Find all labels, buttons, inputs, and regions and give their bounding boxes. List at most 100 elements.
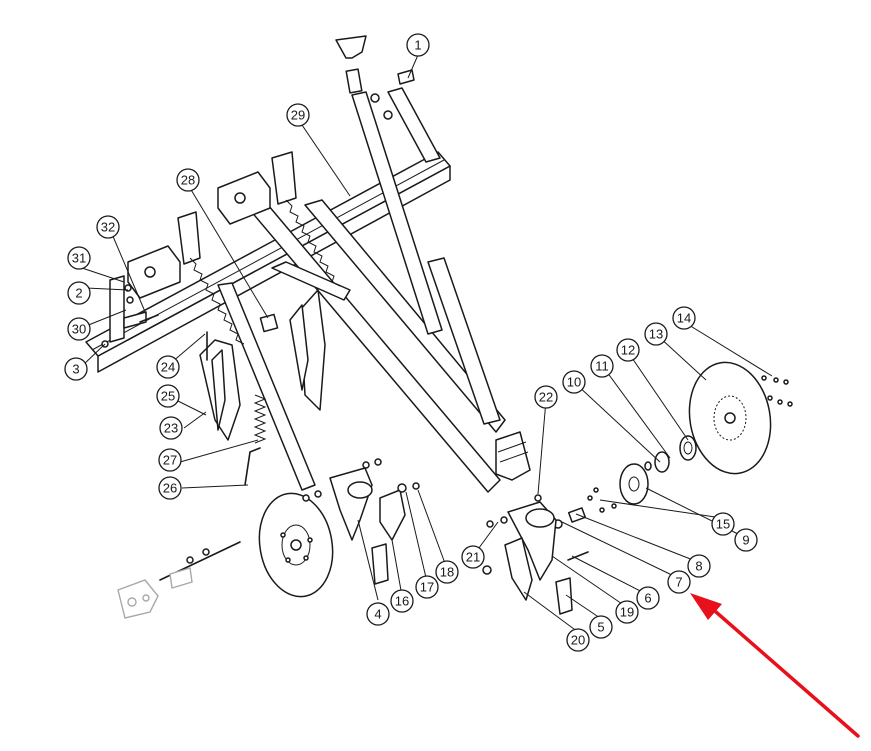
right-hub-parts: [553, 375, 793, 561]
callout-number: 10: [567, 375, 581, 390]
callout-8: 8: [687, 554, 711, 578]
callout-25: 25: [156, 384, 180, 408]
callout-number: 9: [742, 533, 749, 548]
callout-24: 24: [156, 355, 180, 379]
hook: [244, 447, 261, 486]
callout-number: 17: [420, 580, 434, 595]
callout-number: 8: [695, 559, 702, 574]
callout-circle: [67, 281, 91, 305]
callout-20: 20: [566, 628, 590, 652]
callout-32: 32: [96, 215, 120, 239]
callout-number: 12: [621, 343, 635, 358]
callout-circle: [67, 317, 91, 341]
bushing: [259, 313, 279, 333]
callout-circle: [711, 512, 735, 536]
callout-number: 19: [620, 605, 634, 620]
l-bracket: [101, 275, 159, 348]
callout-number: 22: [539, 390, 553, 405]
callout-circle: [158, 448, 182, 472]
callout-circle: [415, 575, 439, 599]
callout-5: 5: [589, 615, 613, 639]
callout-circle: [390, 589, 414, 613]
callout-number: 7: [675, 575, 682, 590]
callout-13: 13: [644, 322, 668, 346]
right-disc: [688, 361, 772, 475]
callout-circle: [96, 215, 120, 239]
callout-21: 21: [461, 545, 485, 569]
mounting-brackets: [127, 151, 297, 299]
callout-23: 23: [159, 416, 183, 440]
callout-number: 28: [181, 173, 195, 188]
callout-circle: [534, 385, 558, 409]
callout-10: 10: [562, 370, 586, 394]
callout-number: 11: [595, 359, 609, 374]
callout-number: 26: [163, 481, 177, 496]
callout-circle: [366, 602, 390, 626]
callout-circle: [158, 476, 182, 500]
callout-1: 1: [406, 33, 430, 57]
callout-circle: [687, 554, 711, 578]
callout-circle: [672, 306, 696, 330]
callout-number: 21: [466, 550, 480, 565]
right-bracket-assembly: [482, 494, 573, 615]
callout-circle: [156, 384, 180, 408]
callout-number: 32: [101, 220, 115, 235]
callout-number: 2: [75, 286, 82, 301]
callout-circle: [562, 370, 586, 394]
callout-17: 17: [415, 575, 439, 599]
callout-6: 6: [636, 586, 660, 610]
callout-number: 30: [72, 322, 86, 337]
vertical-shaft: [335, 35, 531, 481]
callout-circle: [590, 354, 614, 378]
callout-circle: [566, 628, 590, 652]
callout-29: 29: [286, 103, 310, 127]
arm-assembly: [217, 199, 506, 493]
callout-9: 9: [734, 528, 758, 552]
callout-circle: [64, 357, 88, 381]
callout-number: 14: [677, 311, 691, 326]
callout-number: 15: [716, 517, 730, 532]
callout-2: 2: [67, 281, 91, 305]
callout-number: 3: [72, 362, 79, 377]
springs: [189, 199, 341, 444]
callout-number: 20: [571, 633, 585, 648]
callout-number: 29: [291, 108, 305, 123]
callout-circle: [636, 586, 660, 610]
leader-lines: [81, 54, 773, 633]
callout-circle: [406, 33, 430, 57]
callout-circle: [176, 168, 200, 192]
callout-number: 25: [161, 389, 175, 404]
callout-22: 22: [534, 385, 558, 409]
callout-19: 19: [615, 600, 639, 624]
callout-circle: [615, 600, 639, 624]
callout-4: 4: [366, 602, 390, 626]
callout-26: 26: [158, 476, 182, 500]
callout-number: 31: [72, 251, 86, 266]
callout-number: 13: [649, 327, 663, 342]
callout-7: 7: [667, 570, 691, 594]
callout-number: 4: [374, 607, 381, 622]
scraper-blades: [199, 289, 326, 441]
callout-16: 16: [390, 589, 414, 613]
callout-12: 12: [616, 338, 640, 362]
callout-circle: [156, 355, 180, 379]
callout-circle: [667, 570, 691, 594]
callout-3: 3: [64, 357, 88, 381]
callout-31: 31: [67, 246, 91, 270]
callout-28: 28: [176, 168, 200, 192]
callout-number: 16: [395, 594, 409, 609]
callout-number: 6: [644, 591, 651, 606]
callout-30: 30: [67, 317, 91, 341]
clamp-bracket: [117, 567, 193, 619]
callout-circle: [67, 246, 91, 270]
callout-18: 18: [435, 560, 459, 584]
callout-circle: [616, 338, 640, 362]
callout-number: 1: [414, 38, 421, 53]
left-disc: [258, 492, 334, 598]
callout-circle: [461, 545, 485, 569]
callout-number: 27: [163, 453, 177, 468]
callout-14: 14: [672, 306, 696, 330]
callout-layer: 1234567891011121314151617181920212223242…: [64, 33, 758, 652]
callout-number: 23: [164, 421, 178, 436]
